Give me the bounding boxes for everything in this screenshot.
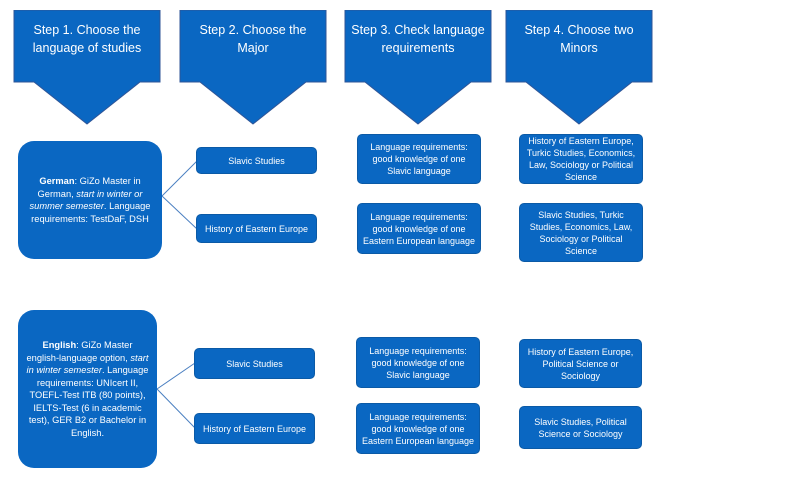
step-4-label: Step 4. Choose two Minors xyxy=(524,23,634,55)
connector-german-slavic xyxy=(161,160,198,197)
english-major-slavic: Slavic Studies xyxy=(194,348,315,379)
english-major-history: History of Eastern Europe xyxy=(194,413,315,444)
step-3-label: Step 3. Check language requirements xyxy=(351,23,485,55)
german-start: start in winter or summer semester xyxy=(29,188,143,212)
step-2-arrow xyxy=(178,10,328,126)
german-req-history: Language requirements: good knowledge of… xyxy=(357,203,481,254)
step-1-arrow xyxy=(12,10,162,126)
german-lang: German xyxy=(39,176,75,186)
connector-german-history xyxy=(161,195,198,230)
english-req-slavic: Language requirements: good knowledge of… xyxy=(356,337,480,388)
connector-english-slavic xyxy=(156,362,196,390)
german-sep: : xyxy=(74,176,80,186)
step-1-label: Step 1. Choose the language of studies xyxy=(32,23,142,55)
connector-english-history xyxy=(156,388,196,429)
step-3-arrow xyxy=(343,10,493,126)
german-minors-history: Slavic Studies, Turkic Studies, Economic… xyxy=(519,203,643,262)
english-sep: : xyxy=(76,340,82,350)
german-option-text: German: GiZo Master in German, start in … xyxy=(26,175,154,225)
english-start: start in winter semester xyxy=(26,352,149,376)
german-option-box: German: GiZo Master in German, start in … xyxy=(18,141,162,259)
english-option-box: English: GiZo Master english-language op… xyxy=(18,310,157,468)
english-lang: English xyxy=(42,340,77,350)
german-req-slavic: Language requirements: good knowledge of… xyxy=(357,134,481,184)
english-text2: . Language requirements: UNIcert II, TOE… xyxy=(28,365,149,438)
english-minors-history: Slavic Studies, Political Science or Soc… xyxy=(519,406,642,449)
german-major-history: History of Eastern Europe xyxy=(196,214,317,243)
english-minors-slavic: History of Eastern Europe, Political Sci… xyxy=(519,339,642,388)
english-text1: GiZo Master english-language option, xyxy=(26,340,133,363)
german-minors-slavic: History of Eastern Europe, Turkic Studie… xyxy=(519,134,643,184)
german-text2: . Language requirements: TestDaF, DSH xyxy=(31,201,151,224)
step-2-label: Step 2. Choose the Major xyxy=(199,23,307,55)
english-req-history: Language requirements: good knowledge of… xyxy=(356,403,480,454)
english-option-text: English: GiZo Master english-language op… xyxy=(26,339,149,439)
german-major-slavic: Slavic Studies xyxy=(196,147,317,174)
german-text1: GiZo Master in German, xyxy=(37,176,141,199)
step-4-arrow xyxy=(504,10,654,126)
